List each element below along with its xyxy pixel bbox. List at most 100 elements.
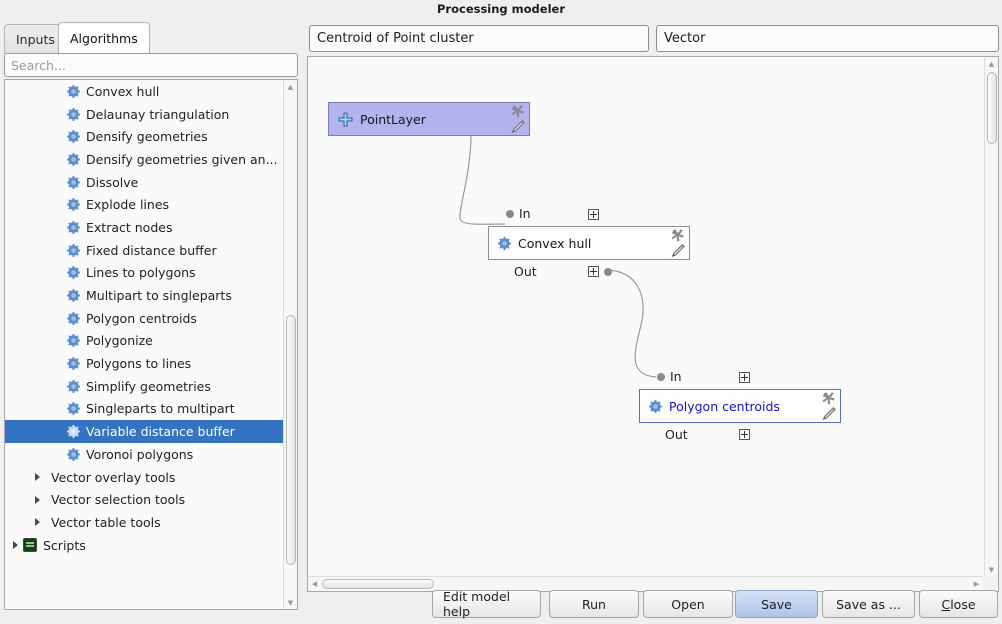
tree-item-polygons-to-lines[interactable]: Polygons to lines bbox=[5, 352, 283, 375]
canvas-scroll-right-icon[interactable]: ▶ bbox=[973, 579, 980, 588]
tree-item-variable-distance-buffer[interactable]: Variable distance buffer bbox=[5, 420, 283, 443]
expand-arrow-icon[interactable] bbox=[35, 473, 40, 482]
delete-node-icon[interactable] bbox=[510, 104, 526, 119]
output-connector-dot-icon[interactable] bbox=[604, 268, 612, 276]
algorithms-tree-scrollbar[interactable]: ▲ ▼ bbox=[283, 80, 297, 609]
tree-item-simplify-geometries[interactable]: Simplify geometries bbox=[5, 375, 283, 398]
gear-icon bbox=[67, 107, 80, 121]
tab-inputs[interactable]: Inputs bbox=[4, 24, 67, 54]
tree-item-densify-geometries-given-an[interactable]: Densify geometries given an... bbox=[5, 148, 283, 171]
edit-node-icon[interactable] bbox=[510, 119, 526, 134]
tree-item-multipart-to-singleparts[interactable]: Multipart to singleparts bbox=[5, 284, 283, 307]
tree-item-lines-to-polygons[interactable]: Lines to polygons bbox=[5, 262, 283, 285]
model-group-input[interactable]: Vector bbox=[656, 25, 999, 52]
model-node-label: Polygon centroids bbox=[669, 398, 780, 414]
button-edit-model-help[interactable]: Edit model help bbox=[432, 589, 541, 619]
scrollbar-thumb[interactable] bbox=[286, 315, 296, 565]
model-node-box[interactable]: Polygon centroids bbox=[639, 389, 841, 423]
model-node-label: Convex hull bbox=[518, 235, 592, 251]
expand-arrow-icon[interactable] bbox=[35, 495, 40, 504]
model-node-pointlayer[interactable]: PointLayer bbox=[328, 102, 530, 136]
canvas-horizontal-scrollbar[interactable]: ◀ ▶ bbox=[308, 576, 983, 591]
tree-item-dissolve[interactable]: Dissolve bbox=[5, 171, 283, 194]
tree-item-delaunay-triangulation[interactable]: Delaunay triangulation bbox=[5, 103, 283, 126]
gear-icon bbox=[67, 220, 80, 234]
node-input-expand-icon[interactable] bbox=[588, 209, 599, 220]
edit-node-icon[interactable] bbox=[670, 243, 686, 258]
canvas-vscrollbar-thumb[interactable] bbox=[987, 72, 997, 144]
tree-item-singleparts-to-multipart[interactable]: Singleparts to multipart bbox=[5, 398, 283, 421]
gear-icon bbox=[649, 399, 662, 413]
button-save-as[interactable]: Save as ... bbox=[822, 590, 915, 618]
node-input-port[interactable]: In bbox=[657, 369, 682, 384]
port-dot-icon bbox=[657, 372, 665, 381]
scroll-down-icon[interactable]: ▼ bbox=[287, 598, 294, 607]
tree-item-explode-lines[interactable]: Explode lines bbox=[5, 193, 283, 216]
button-close[interactable]: Close bbox=[919, 590, 998, 618]
canvas-scroll-left-icon[interactable]: ◀ bbox=[311, 579, 318, 588]
canvas-hscrollbar-thumb[interactable] bbox=[322, 579, 434, 589]
node-input-port[interactable]: In bbox=[506, 206, 531, 221]
tree-item-label: Vector selection tools bbox=[51, 492, 186, 508]
gear-icon bbox=[67, 198, 80, 212]
tree-item-extract-nodes[interactable]: Extract nodes bbox=[5, 216, 283, 239]
tree-item-label: Densify geometries bbox=[86, 129, 208, 145]
model-name-value: Centroid of Point cluster bbox=[317, 31, 474, 46]
tree-item-densify-geometries[interactable]: Densify geometries bbox=[5, 125, 283, 148]
scroll-up-icon[interactable]: ▲ bbox=[287, 82, 294, 91]
tree-item-convex-hull[interactable]: Convex hull bbox=[5, 80, 283, 103]
tree-item-label: Polygon centroids bbox=[86, 310, 197, 326]
delete-node-icon[interactable] bbox=[821, 391, 837, 406]
tree-item-vector-table-tools[interactable]: Vector table tools bbox=[5, 511, 283, 534]
tree-item-fixed-distance-buffer[interactable]: Fixed distance buffer bbox=[5, 239, 283, 262]
expand-arrow-icon[interactable] bbox=[35, 518, 40, 527]
tree-item-polygonize[interactable]: Polygonize bbox=[5, 330, 283, 353]
tree-item-label: Vector table tools bbox=[51, 514, 161, 530]
tree-item-vector-selection-tools[interactable]: Vector selection tools bbox=[5, 488, 283, 511]
canvas-vertical-scrollbar[interactable]: ▲ ▼ bbox=[984, 57, 998, 576]
button-label: Run bbox=[582, 596, 606, 612]
canvas-scroll-down-icon[interactable]: ▼ bbox=[988, 565, 995, 574]
tree-item-label: Polygons to lines bbox=[86, 356, 192, 372]
node-output-expand-icon[interactable] bbox=[739, 429, 750, 440]
tree-item-label: Voronoi polygons bbox=[86, 446, 194, 462]
tree-item-label: Scripts bbox=[43, 537, 86, 553]
tree-item-voronoi-polygons[interactable]: Voronoi polygons bbox=[5, 443, 283, 466]
node-input-port-label: In bbox=[670, 369, 682, 384]
tree-item-scripts[interactable]: Scripts bbox=[5, 534, 283, 557]
button-open[interactable]: Open bbox=[643, 590, 733, 618]
gear-icon bbox=[67, 243, 80, 257]
tree-item-label: Multipart to singleparts bbox=[86, 288, 232, 304]
canvas-scroll-up-icon[interactable]: ▲ bbox=[988, 59, 995, 68]
button-save[interactable]: Save bbox=[735, 590, 818, 618]
search-input[interactable]: Search... bbox=[4, 53, 298, 77]
node-output-port[interactable]: Out bbox=[514, 264, 537, 279]
node-input-expand-icon[interactable] bbox=[739, 372, 750, 383]
button-run[interactable]: Run bbox=[549, 590, 639, 618]
port-dot-icon bbox=[506, 209, 514, 218]
model-name-input[interactable]: Centroid of Point cluster bbox=[309, 25, 649, 52]
script-icon bbox=[23, 538, 37, 553]
tree-item-label: Singleparts to multipart bbox=[86, 401, 235, 417]
delete-node-icon[interactable] bbox=[670, 228, 686, 243]
model-node-box[interactable]: PointLayer bbox=[328, 102, 530, 136]
tree-item-label: Dissolve bbox=[86, 174, 139, 190]
gear-icon bbox=[67, 379, 80, 393]
tree-item-polygon-centroids[interactable]: Polygon centroids bbox=[5, 307, 283, 330]
tree-item-vector-overlay-tools[interactable]: Vector overlay tools bbox=[5, 466, 283, 489]
tab-inputs-label: Inputs bbox=[16, 32, 55, 47]
node-output-expand-icon[interactable] bbox=[588, 266, 599, 277]
model-node-box[interactable]: Convex hull bbox=[488, 226, 690, 260]
node-output-port[interactable]: Out bbox=[665, 427, 688, 442]
node-input-port-label: In bbox=[519, 206, 531, 221]
window-title: Processing modeler bbox=[437, 2, 565, 16]
expand-arrow-icon[interactable] bbox=[13, 541, 18, 550]
tab-algorithms-label: Algorithms bbox=[70, 31, 138, 46]
gear-icon bbox=[67, 130, 80, 144]
tab-algorithms[interactable]: Algorithms bbox=[58, 22, 150, 54]
edit-node-icon[interactable] bbox=[821, 406, 837, 421]
